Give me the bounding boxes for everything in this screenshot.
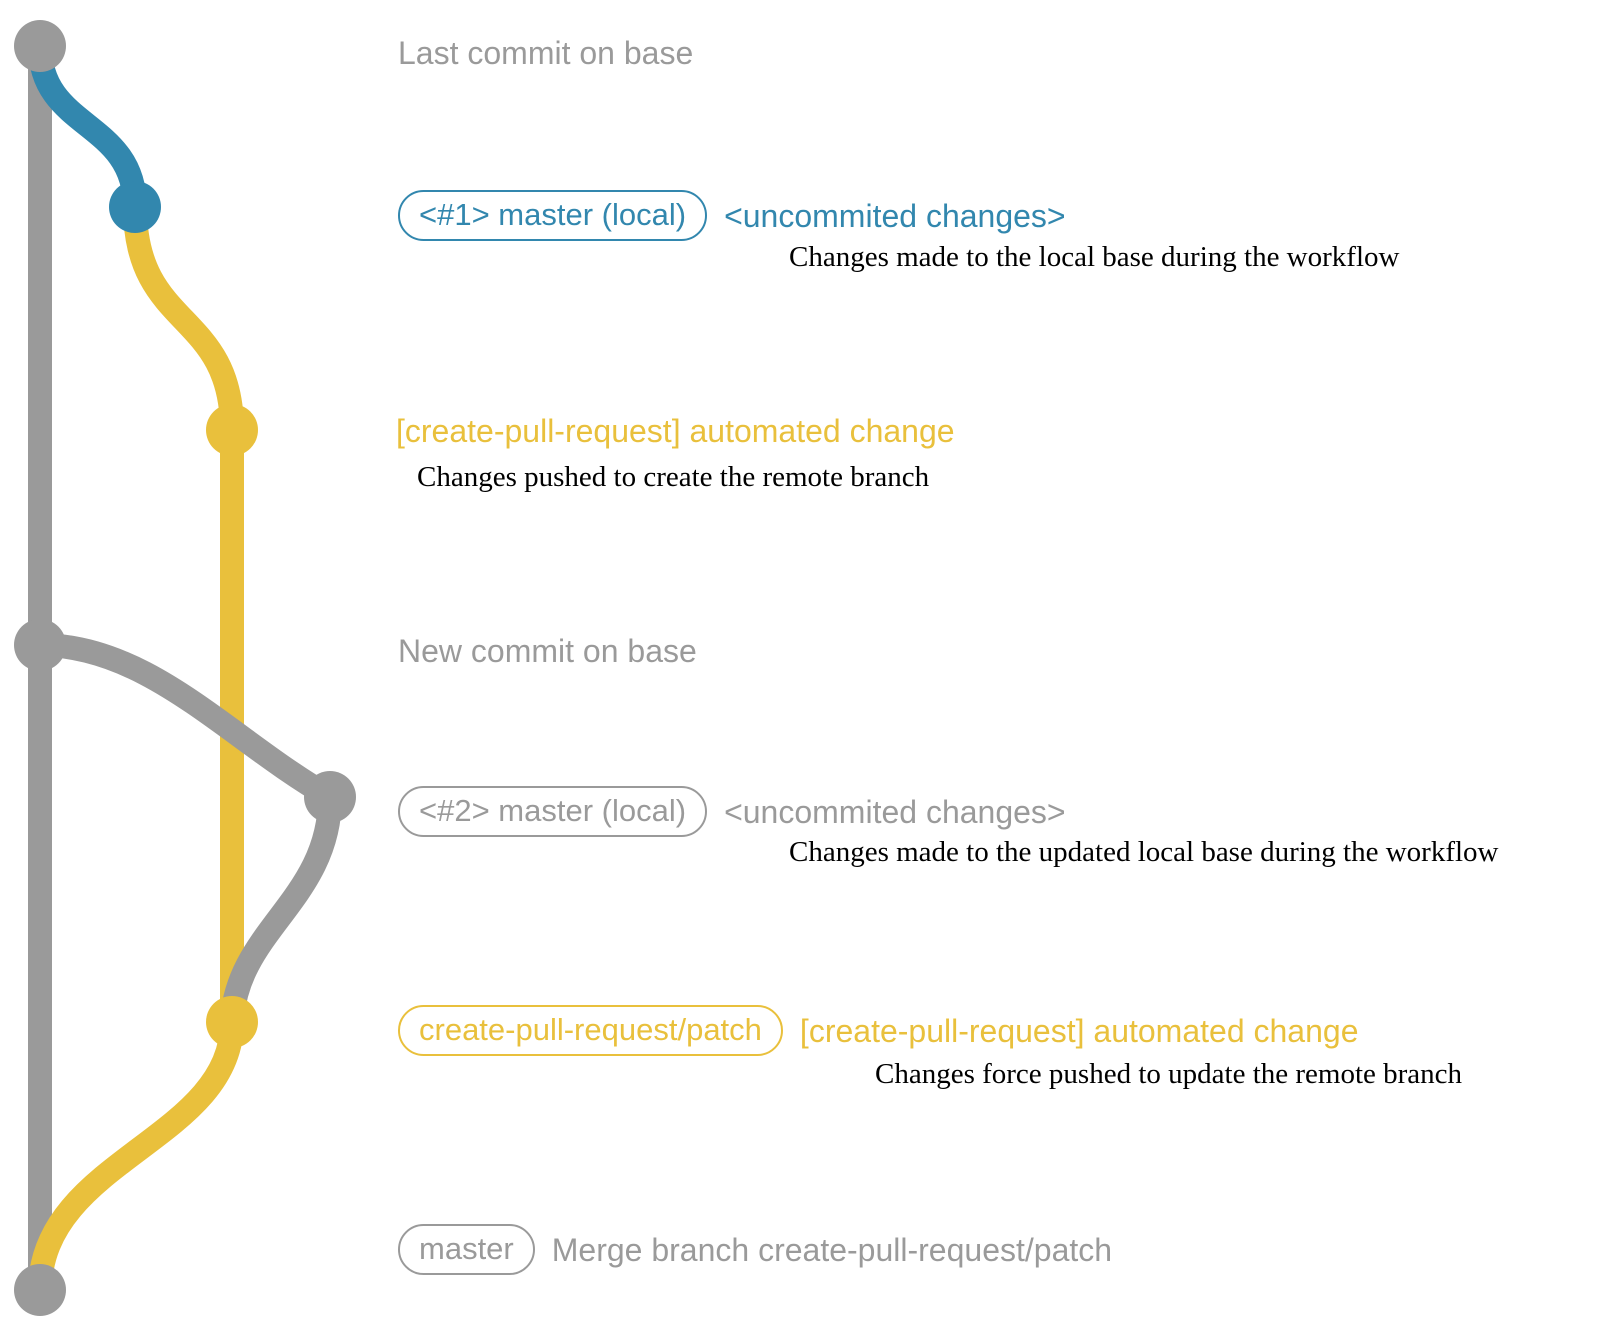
row-master-local-2: <#2> master (local) <uncommited changes>	[398, 786, 1066, 837]
branch-badge-master[interactable]: master	[398, 1224, 535, 1275]
commit-title-last-commit-on-base: Last commit on base	[398, 35, 694, 71]
commit-title-uncommited-changes-1: <uncommited changes>	[724, 197, 1066, 234]
commit-title-merge-branch: Merge branch create-pull-request/patch	[551, 1231, 1113, 1268]
branch-badge-master-local-2[interactable]: <#2> master (local)	[398, 786, 708, 837]
note-force-pushed-update-remote-branch: Changes force pushed to update the remot…	[875, 1058, 1463, 1090]
commit-title-uncommited-changes-2: <uncommited changes>	[724, 793, 1066, 830]
branch-badge-create-pull-request-patch[interactable]: create-pull-request/patch	[398, 1005, 783, 1056]
row-automated-change-2: create-pull-request/patch [create-pull-r…	[398, 1005, 1358, 1056]
commit-title-automated-change-2: [create-pull-request] automated change	[799, 1012, 1359, 1049]
note-local-changes-2: Changes made to the updated local base d…	[789, 836, 1499, 868]
note-pushed-create-remote-branch: Changes pushed to create the remote bran…	[417, 461, 930, 493]
note-local-changes-1: Changes made to the local base during th…	[789, 241, 1400, 273]
row-merge: master Merge branch create-pull-request/…	[398, 1224, 1112, 1275]
branch-badge-master-local-1[interactable]: <#1> master (local)	[398, 190, 708, 241]
commit-title-automated-change-1: [create-pull-request] automated change	[396, 413, 955, 449]
commit-title-new-commit-on-base: New commit on base	[398, 633, 697, 669]
row-master-local-1: <#1> master (local) <uncommited changes>	[398, 190, 1066, 241]
